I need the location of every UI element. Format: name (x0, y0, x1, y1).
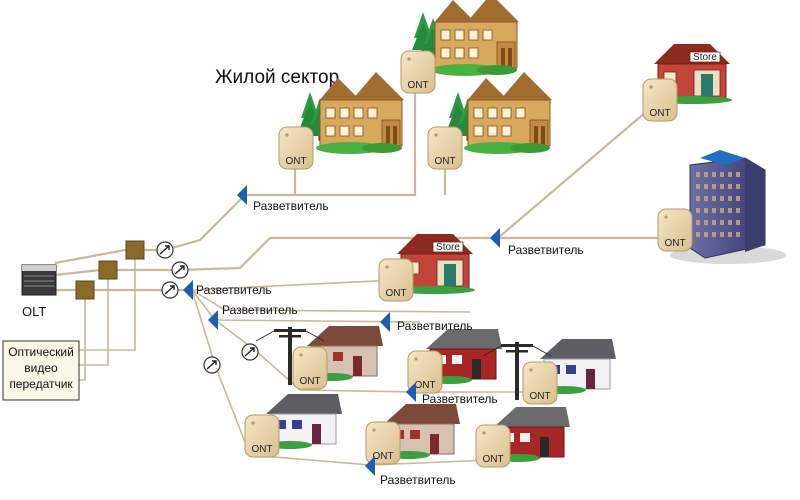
coupler-icon (161, 281, 179, 299)
ont-label: ONT (372, 451, 393, 462)
splitter-label: Разветвитель (380, 473, 456, 487)
splitter-main-lower: Разветвитель (183, 280, 272, 300)
ont-device: ONT (400, 50, 436, 94)
ont-device: ONT (278, 126, 314, 170)
coupler-icon (156, 241, 174, 259)
splitter-lower-4: Разветвитель (406, 382, 498, 406)
ont-device: ONT (522, 361, 558, 405)
transmitter-label-line-2: видео (24, 361, 58, 375)
ont-label: ONT (385, 288, 406, 299)
splitter-label: Разветвитель (253, 199, 329, 213)
ont-device: ONT (292, 346, 328, 390)
ont-device: ONT (365, 421, 401, 465)
splitter-lower-2: Разветвитель (208, 303, 298, 330)
splitter-business: Разветвитель (490, 228, 584, 257)
splitter-label: Разветвитель (222, 303, 298, 317)
ont-label: ONT (664, 238, 685, 249)
splitter-lower-3: Разветвитель (380, 312, 473, 333)
ont-label: ONT (407, 80, 428, 91)
store-sign-middle: Store (436, 242, 460, 253)
ont-label: ONT (529, 391, 550, 402)
wdm-combiner-box (98, 260, 118, 280)
ont-label: ONT (285, 156, 306, 167)
splitter-lower-5: Разветвитель (365, 456, 456, 487)
residential-house-right (447, 71, 553, 155)
ont-device: ONT (378, 258, 414, 302)
splitter-residential: Разветвитель (237, 185, 329, 213)
splitter-label: Разветвитель (508, 243, 584, 257)
ont-label: ONT (482, 454, 503, 465)
splitter-label: Разветвитель (422, 392, 498, 406)
ont-label: ONT (414, 380, 435, 391)
ont-label: ONT (251, 444, 272, 455)
olt-label: OLT (22, 304, 46, 319)
transmitter-label-line-3: передатчик (9, 377, 73, 391)
coupler-icon (241, 343, 259, 361)
ont-device: ONT (244, 414, 280, 458)
office-tower (670, 150, 786, 264)
ont-device: ONT (642, 78, 678, 122)
transmitter-label-line-1: Оптический (8, 345, 74, 359)
residential-sector-title: Жилой сектор (215, 67, 339, 88)
ont-label: ONT (299, 376, 320, 387)
wdm-combiner-box (125, 240, 145, 260)
coupler-icon (171, 261, 189, 279)
store-sign-top: Store (693, 52, 717, 63)
coupler-icon (203, 356, 221, 374)
olt-device: OLT (21, 264, 57, 319)
store-building-top: Store (651, 43, 733, 105)
wdm-combiner-box (75, 280, 95, 300)
store-building-middle: Store (394, 233, 476, 295)
ont-device: ONT (657, 208, 693, 252)
splitter-label: Разветвитель (196, 283, 272, 297)
ont-label: ONT (649, 108, 670, 119)
splitter-label: Разветвитель (397, 319, 473, 333)
ont-label: ONT (434, 156, 455, 167)
ont-device: ONT (407, 350, 443, 394)
ont-device: ONT (475, 424, 511, 468)
ont-device: ONT (427, 126, 463, 170)
optical-video-transmitter: Оптический видео передатчик (2, 340, 80, 401)
